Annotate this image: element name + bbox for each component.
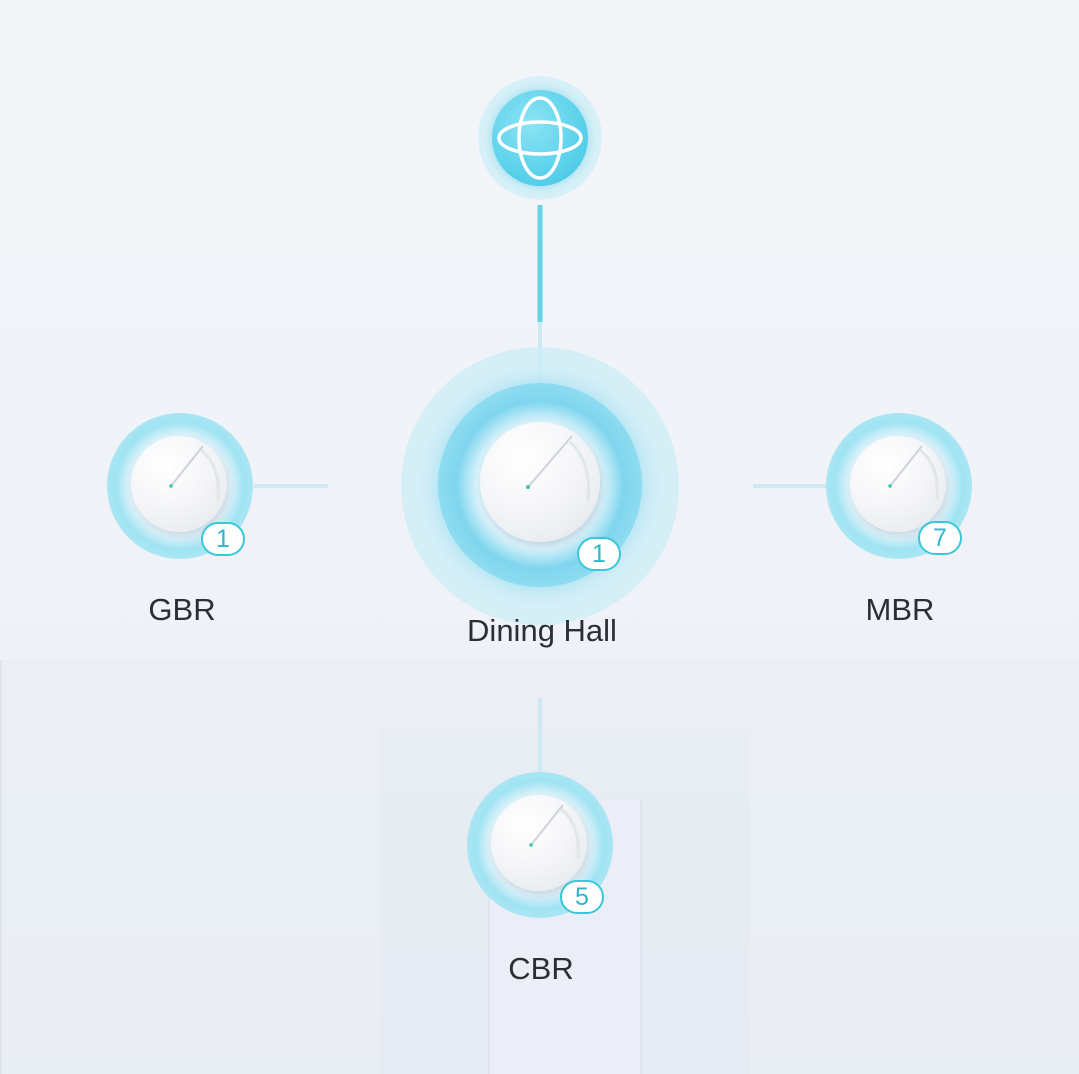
client-count-badge: 7 bbox=[918, 521, 962, 555]
router-device-icon bbox=[480, 422, 600, 542]
node-label: CBR bbox=[508, 951, 574, 986]
client-count-badge: 1 bbox=[577, 537, 621, 571]
node-label: Dining Hall bbox=[467, 613, 617, 648]
internet-node[interactable] bbox=[478, 76, 602, 200]
router-device-icon bbox=[491, 795, 587, 891]
router-device-icon bbox=[850, 436, 946, 532]
client-count-badge: 1 bbox=[201, 522, 245, 556]
globe-icon bbox=[497, 96, 583, 180]
node-label: GBR bbox=[148, 592, 216, 627]
internet-globe-bg bbox=[492, 90, 588, 186]
node-label: MBR bbox=[865, 592, 935, 627]
satellite-node-cbr[interactable] bbox=[467, 772, 613, 918]
client-count-badge: 5 bbox=[560, 880, 604, 914]
satellite-node-mbr[interactable] bbox=[826, 413, 972, 559]
router-device-icon bbox=[131, 436, 227, 532]
